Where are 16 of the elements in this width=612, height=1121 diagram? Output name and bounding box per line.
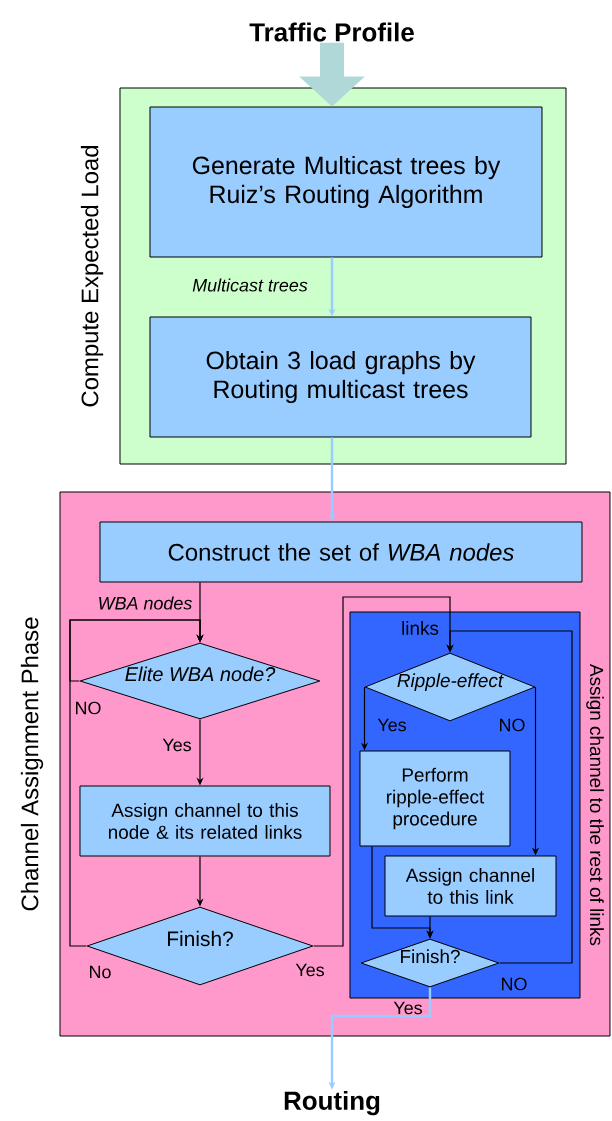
arrow — [312, 596, 454, 947]
arrow — [69, 619, 204, 947]
process-box: Obtain 3 load graphs by Routing multicast trees — [149, 316, 532, 438]
process-box: Construct the set of WBA nodes — [99, 521, 583, 583]
terminal-label: Traffic Profile — [249, 22, 414, 42]
node-label: Assign channel to the rest of links — [586, 664, 604, 946]
edge-label: Multicast trees — [191, 277, 309, 293]
terminal-label: Routing — [284, 1090, 380, 1116]
process-box: Assign channel to this link — [384, 855, 557, 917]
node-label: Channel Assignment Phase — [20, 617, 44, 911]
process-box: Perform ripple-effect procedure — [359, 750, 511, 847]
process-box: Generate Multicast trees by Ruiz’s Routing Algorithm — [149, 106, 543, 258]
edge-label: WBA nodes — [96, 595, 194, 611]
process-box: Assign channel to this node & its related links — [79, 785, 331, 857]
node-label: Compute Expected Load — [80, 146, 104, 407]
flow-label: links — [400, 620, 440, 636]
